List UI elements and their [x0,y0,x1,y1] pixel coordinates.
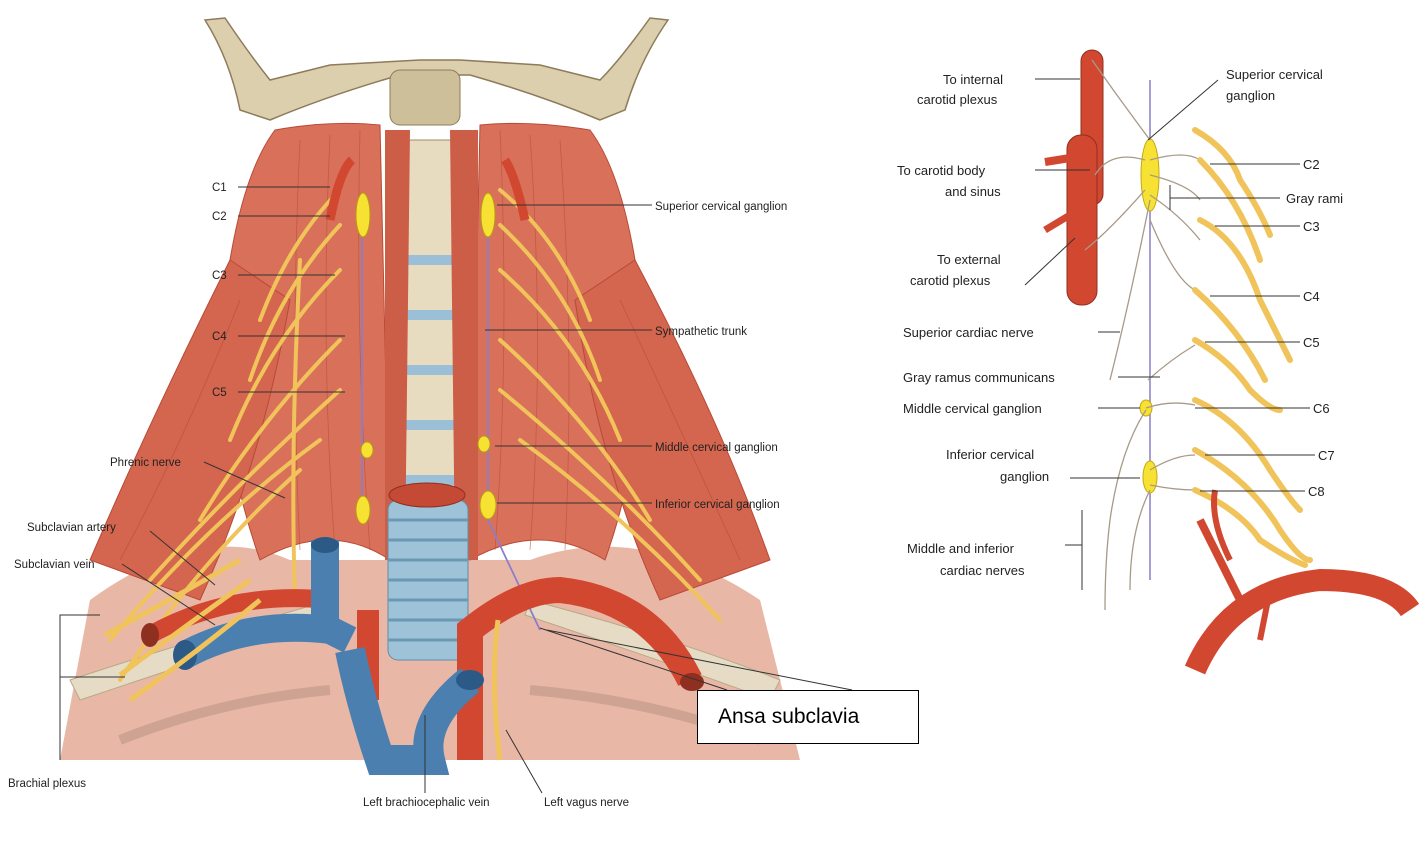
label-subclavian-vein: Subclavian vein [14,559,95,571]
label-superior-cardiac-nerve: Superior cardiac nerve [903,325,1034,340]
sympathetic-schematic [1045,50,1410,670]
middle-ganglion-left [361,442,373,458]
right-labels: To internal carotid plexus To carotid bo… [897,67,1343,578]
trachea [388,500,468,660]
inferior-ganglion-right [480,491,496,519]
schematic-inferior-ganglion [1143,461,1157,493]
label-superior-cervical-2: ganglion [1226,88,1275,103]
label-schematic-c8: C8 [1308,484,1325,499]
label-middle-cervical-ganglion: Middle cervical ganglion [655,442,778,454]
schematic-carotid-branch-1 [1045,158,1070,162]
subclavian-artery-left-cut [141,623,159,647]
label-phrenic-nerve: Phrenic nerve [110,457,181,469]
label-to-internal-2: carotid plexus [917,92,998,107]
jugular-cut [311,537,339,553]
label-schematic-c2: C2 [1303,157,1320,172]
label-to-carotid-body-1: To carotid body [897,163,986,178]
middle-ganglion-right [478,436,490,452]
label-gray-rami: Gray rami [1286,191,1343,206]
label-superior-cervical-1: Superior cervical [1226,67,1323,82]
label-c3: C3 [212,270,227,282]
label-c4: C4 [212,331,227,343]
label-left-vagus-nerve: Left vagus nerve [544,797,629,809]
label-inferior-cervical-2: ganglion [1000,469,1049,484]
label-c2: C2 [212,211,227,223]
label-schematic-c4: C4 [1303,289,1320,304]
label-inferior-cervical-ganglion: Inferior cervical ganglion [655,499,780,511]
schematic-common-carotid [1067,135,1097,305]
label-schematic-c7: C7 [1318,448,1335,463]
schematic-carotid-branch-2 [1045,215,1070,230]
superior-ganglion-right [481,193,495,237]
label-c5: C5 [212,387,227,399]
label-superior-cervical-ganglion: Superior cervical ganglion [655,201,787,213]
label-middle-cervical-ganglion-schematic: Middle cervical ganglion [903,401,1042,416]
ansa-subclavia-callout: Ansa subclavia [697,690,919,744]
label-sympathetic-trunk: Sympathetic trunk [655,326,747,338]
label-inferior-cervical-1: Inferior cervical [946,447,1034,462]
inferior-ganglion-left [356,496,370,524]
label-to-carotid-body-2: and sinus [945,184,1001,199]
label-gray-ramus-communicans: Gray ramus communicans [903,370,1055,385]
superior-ganglion-left [356,193,370,237]
label-brachial-plexus: Brachial plexus [8,778,86,790]
label-to-internal-1: To internal [943,72,1003,87]
label-to-external-2: carotid plexus [910,273,991,288]
label-mid-inf-cardiac-2: cardiac nerves [940,563,1025,578]
ansa-subclavia-label: Ansa subclavia [718,705,859,729]
brachiocephalic-vein-cut [456,670,484,690]
label-mid-inf-cardiac-1: Middle and inferior [907,541,1015,556]
esophagus [389,483,465,507]
label-subclavian-artery: Subclavian artery [27,522,116,534]
neck-dissection-illustration [60,18,800,760]
label-to-external-1: To external [937,252,1001,267]
label-left-brachiocephalic-vein: Left brachiocephalic vein [363,797,490,809]
label-schematic-c5: C5 [1303,335,1320,350]
schematic-aortic-arch [1195,580,1410,670]
label-schematic-c3: C3 [1303,219,1320,234]
label-c1: C1 [212,182,227,194]
skull-central-bone [390,70,460,125]
label-schematic-c6: C6 [1313,401,1330,416]
